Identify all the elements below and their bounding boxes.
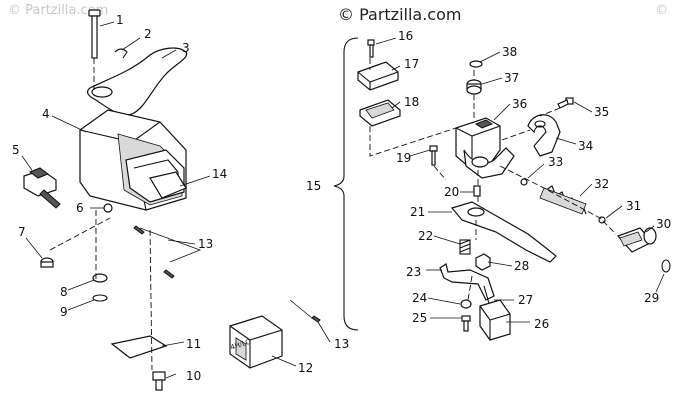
part-29-oring[interactable]: [661, 259, 671, 273]
watermark-faint-right: ©: [655, 3, 668, 18]
part-24-washer[interactable]: [460, 299, 472, 309]
callout-11[interactable]: 11: [186, 337, 201, 351]
callout-31[interactable]: 31: [626, 199, 641, 213]
left-leaders: [21, 21, 331, 379]
callout-36[interactable]: 36: [512, 97, 527, 111]
part-8-washer[interactable]: [92, 273, 108, 283]
right-leaders: [375, 37, 665, 323]
callout-19[interactable]: 19: [396, 151, 411, 165]
part-38-disc[interactable]: [469, 60, 483, 68]
callout-2[interactable]: 2: [144, 27, 152, 41]
callout-29[interactable]: 29: [644, 291, 659, 305]
callout-3[interactable]: 3: [182, 41, 190, 55]
part-34-clamp[interactable]: [527, 114, 561, 157]
callout-10[interactable]: 10: [186, 369, 201, 383]
part-37-bushing[interactable]: [466, 79, 482, 95]
part-20-spacer[interactable]: [473, 185, 481, 197]
part-18-gasket[interactable]: [359, 99, 401, 127]
callout-35[interactable]: 35: [594, 105, 609, 119]
callout-9[interactable]: 9: [60, 305, 68, 319]
callout-15[interactable]: 15: [306, 179, 321, 193]
part-5-button[interactable]: [23, 167, 61, 209]
callout-13a[interactable]: 13: [198, 237, 213, 251]
watermark-brand: © Partzilla.com: [338, 5, 461, 24]
part-23-bracket[interactable]: [439, 263, 495, 301]
callout-30[interactable]: 30: [656, 217, 671, 231]
callout-34[interactable]: 34: [578, 139, 593, 153]
callout-7[interactable]: 7: [18, 225, 26, 239]
callout-4[interactable]: 4: [42, 107, 50, 121]
callout-22[interactable]: 22: [418, 229, 433, 243]
part-17-cap[interactable]: [357, 61, 399, 91]
group-15-bracket: [333, 37, 359, 331]
part-1-bolt[interactable]: [88, 9, 101, 59]
callout-6[interactable]: 6: [76, 201, 84, 215]
callout-27[interactable]: 27: [518, 293, 533, 307]
callout-16[interactable]: 16: [398, 29, 413, 43]
part-25-screw[interactable]: [461, 315, 471, 332]
callout-38[interactable]: 38: [502, 45, 517, 59]
callout-8[interactable]: 8: [60, 285, 68, 299]
callout-23[interactable]: 23: [406, 265, 421, 279]
part-3-lever[interactable]: [86, 47, 188, 116]
part-9-lockring[interactable]: [92, 294, 108, 302]
callout-25[interactable]: 25: [412, 311, 427, 325]
part-14-insert[interactable]: [149, 171, 187, 199]
callout-5[interactable]: 5: [12, 143, 20, 157]
callout-21[interactable]: 21: [410, 205, 425, 219]
callout-12[interactable]: 12: [298, 361, 313, 375]
watermark-faint-left: © Partzilla.com: [8, 3, 108, 18]
callout-37[interactable]: 37: [504, 71, 519, 85]
part-22-spring[interactable]: [459, 239, 471, 255]
callout-14[interactable]: 14: [212, 167, 227, 181]
part-16-bolt[interactable]: [367, 39, 375, 58]
callout-33[interactable]: 33: [548, 155, 563, 169]
callout-32[interactable]: 32: [594, 177, 609, 191]
part-7-nut[interactable]: [40, 257, 54, 268]
callout-20[interactable]: 20: [444, 185, 459, 199]
part-35-screw[interactable]: [557, 97, 574, 109]
part-33-washer[interactable]: [520, 178, 528, 186]
callout-18[interactable]: 18: [404, 95, 419, 109]
part-12-switch[interactable]: 4H/LO: [229, 315, 283, 369]
callout-1[interactable]: 1: [116, 13, 124, 27]
part-26-switch[interactable]: [479, 299, 511, 341]
callout-26[interactable]: 26: [534, 317, 549, 331]
part-30-adjuster[interactable]: [616, 227, 657, 253]
part-11-plate[interactable]: [110, 335, 168, 359]
part-6-washer[interactable]: [103, 203, 113, 213]
part-19-bolt[interactable]: [429, 145, 438, 166]
part-32-spring[interactable]: [539, 185, 587, 215]
part-36-body[interactable]: [455, 117, 515, 179]
part-21-lever[interactable]: [450, 201, 557, 263]
part-28-nut[interactable]: [475, 253, 491, 271]
part-10-screw[interactable]: [152, 371, 166, 391]
part-13-screws[interactable]: [133, 225, 321, 323]
callout-17[interactable]: 17: [404, 57, 419, 71]
part-2-clip[interactable]: [114, 48, 128, 59]
callout-13b[interactable]: 13: [334, 337, 349, 351]
callout-28[interactable]: 28: [514, 259, 529, 273]
callout-24[interactable]: 24: [412, 291, 427, 305]
